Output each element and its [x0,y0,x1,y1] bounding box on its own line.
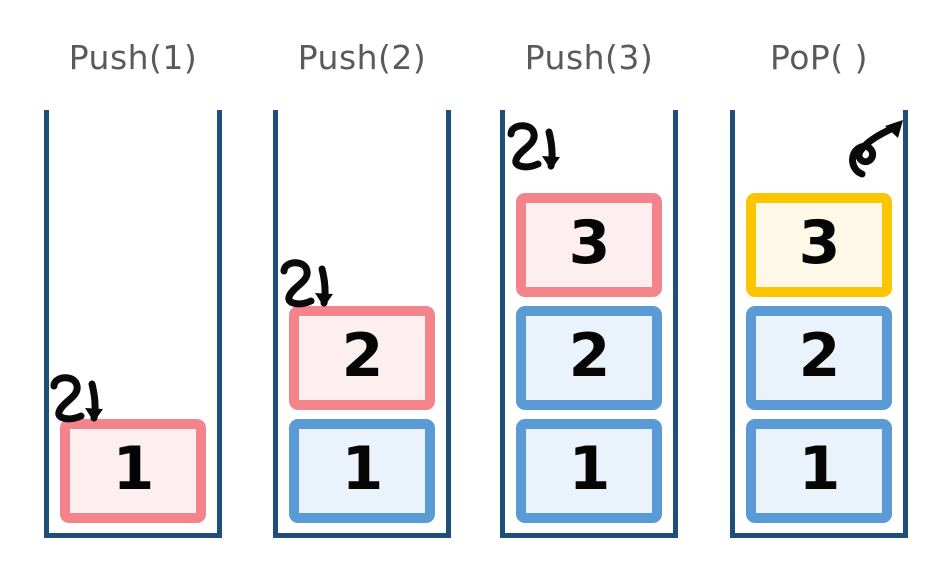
stack-cell[interactable]: 1 [289,419,435,523]
stack-cell-value: 3 [798,208,841,278]
stack-panel-3: Push(3) 1 2 3 [478,0,700,580]
stack-cell-value: 1 [112,434,155,504]
stack-operation-title: Push(1) [68,38,198,77]
stack-cell[interactable]: 3 [516,193,662,297]
stack-cell-value: 2 [798,321,841,391]
stack-cell[interactable]: 2 [746,306,892,410]
stack-slots: 1 [49,419,217,523]
stack-cell[interactable]: 1 [746,419,892,523]
stack-cell-value: 2 [341,321,384,391]
stack-container: 1 [44,110,222,538]
stack-cell[interactable]: 3 [746,193,892,297]
stack-operation-title: PoP( ) [769,38,869,77]
stack-operation-title: Push(2) [297,38,427,77]
stack-operation-title: Push(3) [524,38,654,77]
stack-slots: 1 2 3 [735,193,903,523]
stack-panel-4: PoP( ) 1 2 3 [708,0,930,580]
stack-cell-value: 1 [568,434,611,504]
stack-panel-1: Push(1) 1 [22,0,244,580]
stack-container: 1 2 3 [500,110,678,538]
stack-cell-value: 3 [568,208,611,278]
stack-cell[interactable]: 1 [60,419,206,523]
stack-cell[interactable]: 2 [516,306,662,410]
stack-container: 1 2 3 [730,110,908,538]
stack-cell-value: 1 [341,434,384,504]
stack-cell-value: 2 [568,321,611,391]
stack-cell-value: 1 [798,434,841,504]
stack-cell[interactable]: 2 [289,306,435,410]
stack-cell[interactable]: 1 [516,419,662,523]
stack-slots: 1 2 3 [505,193,673,523]
